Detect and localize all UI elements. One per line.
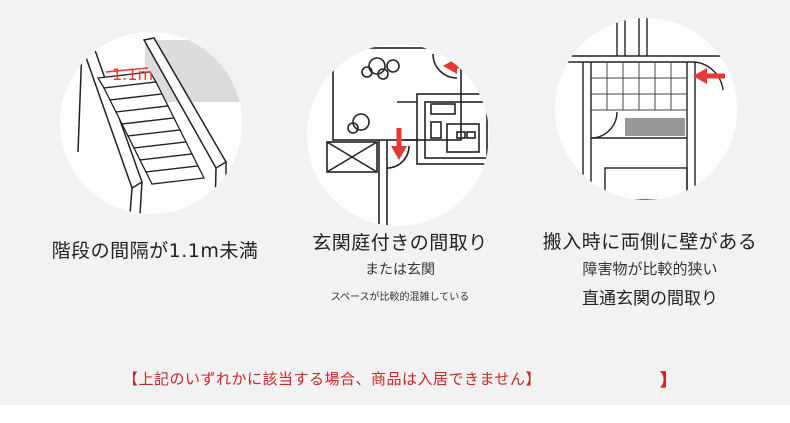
bottom-strip [0,405,790,423]
floor-plan-caption: 玄関庭付きの間取り [312,232,488,254]
floor-plan-sub1: または玄関 [365,262,435,278]
entrance-wall-illustration [555,18,737,200]
measure-label: 1.1m [112,65,153,84]
entrance-sub1: 障害物が比較的狭い [582,260,718,278]
entrance-caption: 搬入時に両側に壁がある [542,231,758,253]
floor-plan-illustration [307,44,489,226]
notice-bracket: 】 [660,371,677,391]
red-arrow-icon [693,68,725,84]
entrance-sub2: 直通玄関の間取り [582,289,718,309]
notice-text: 【上記のいずれかに該当する場合、商品は入居できません】 [123,370,542,388]
stair-caption: 階段の間隔が1.1m未満 [51,240,259,262]
staircase-illustration: 1.1m [60,32,242,214]
floor-plan-sub2: スペースが比較的混雑している [330,292,470,303]
red-arrow-icon [443,58,473,74]
red-arrow-icon [391,128,407,160]
